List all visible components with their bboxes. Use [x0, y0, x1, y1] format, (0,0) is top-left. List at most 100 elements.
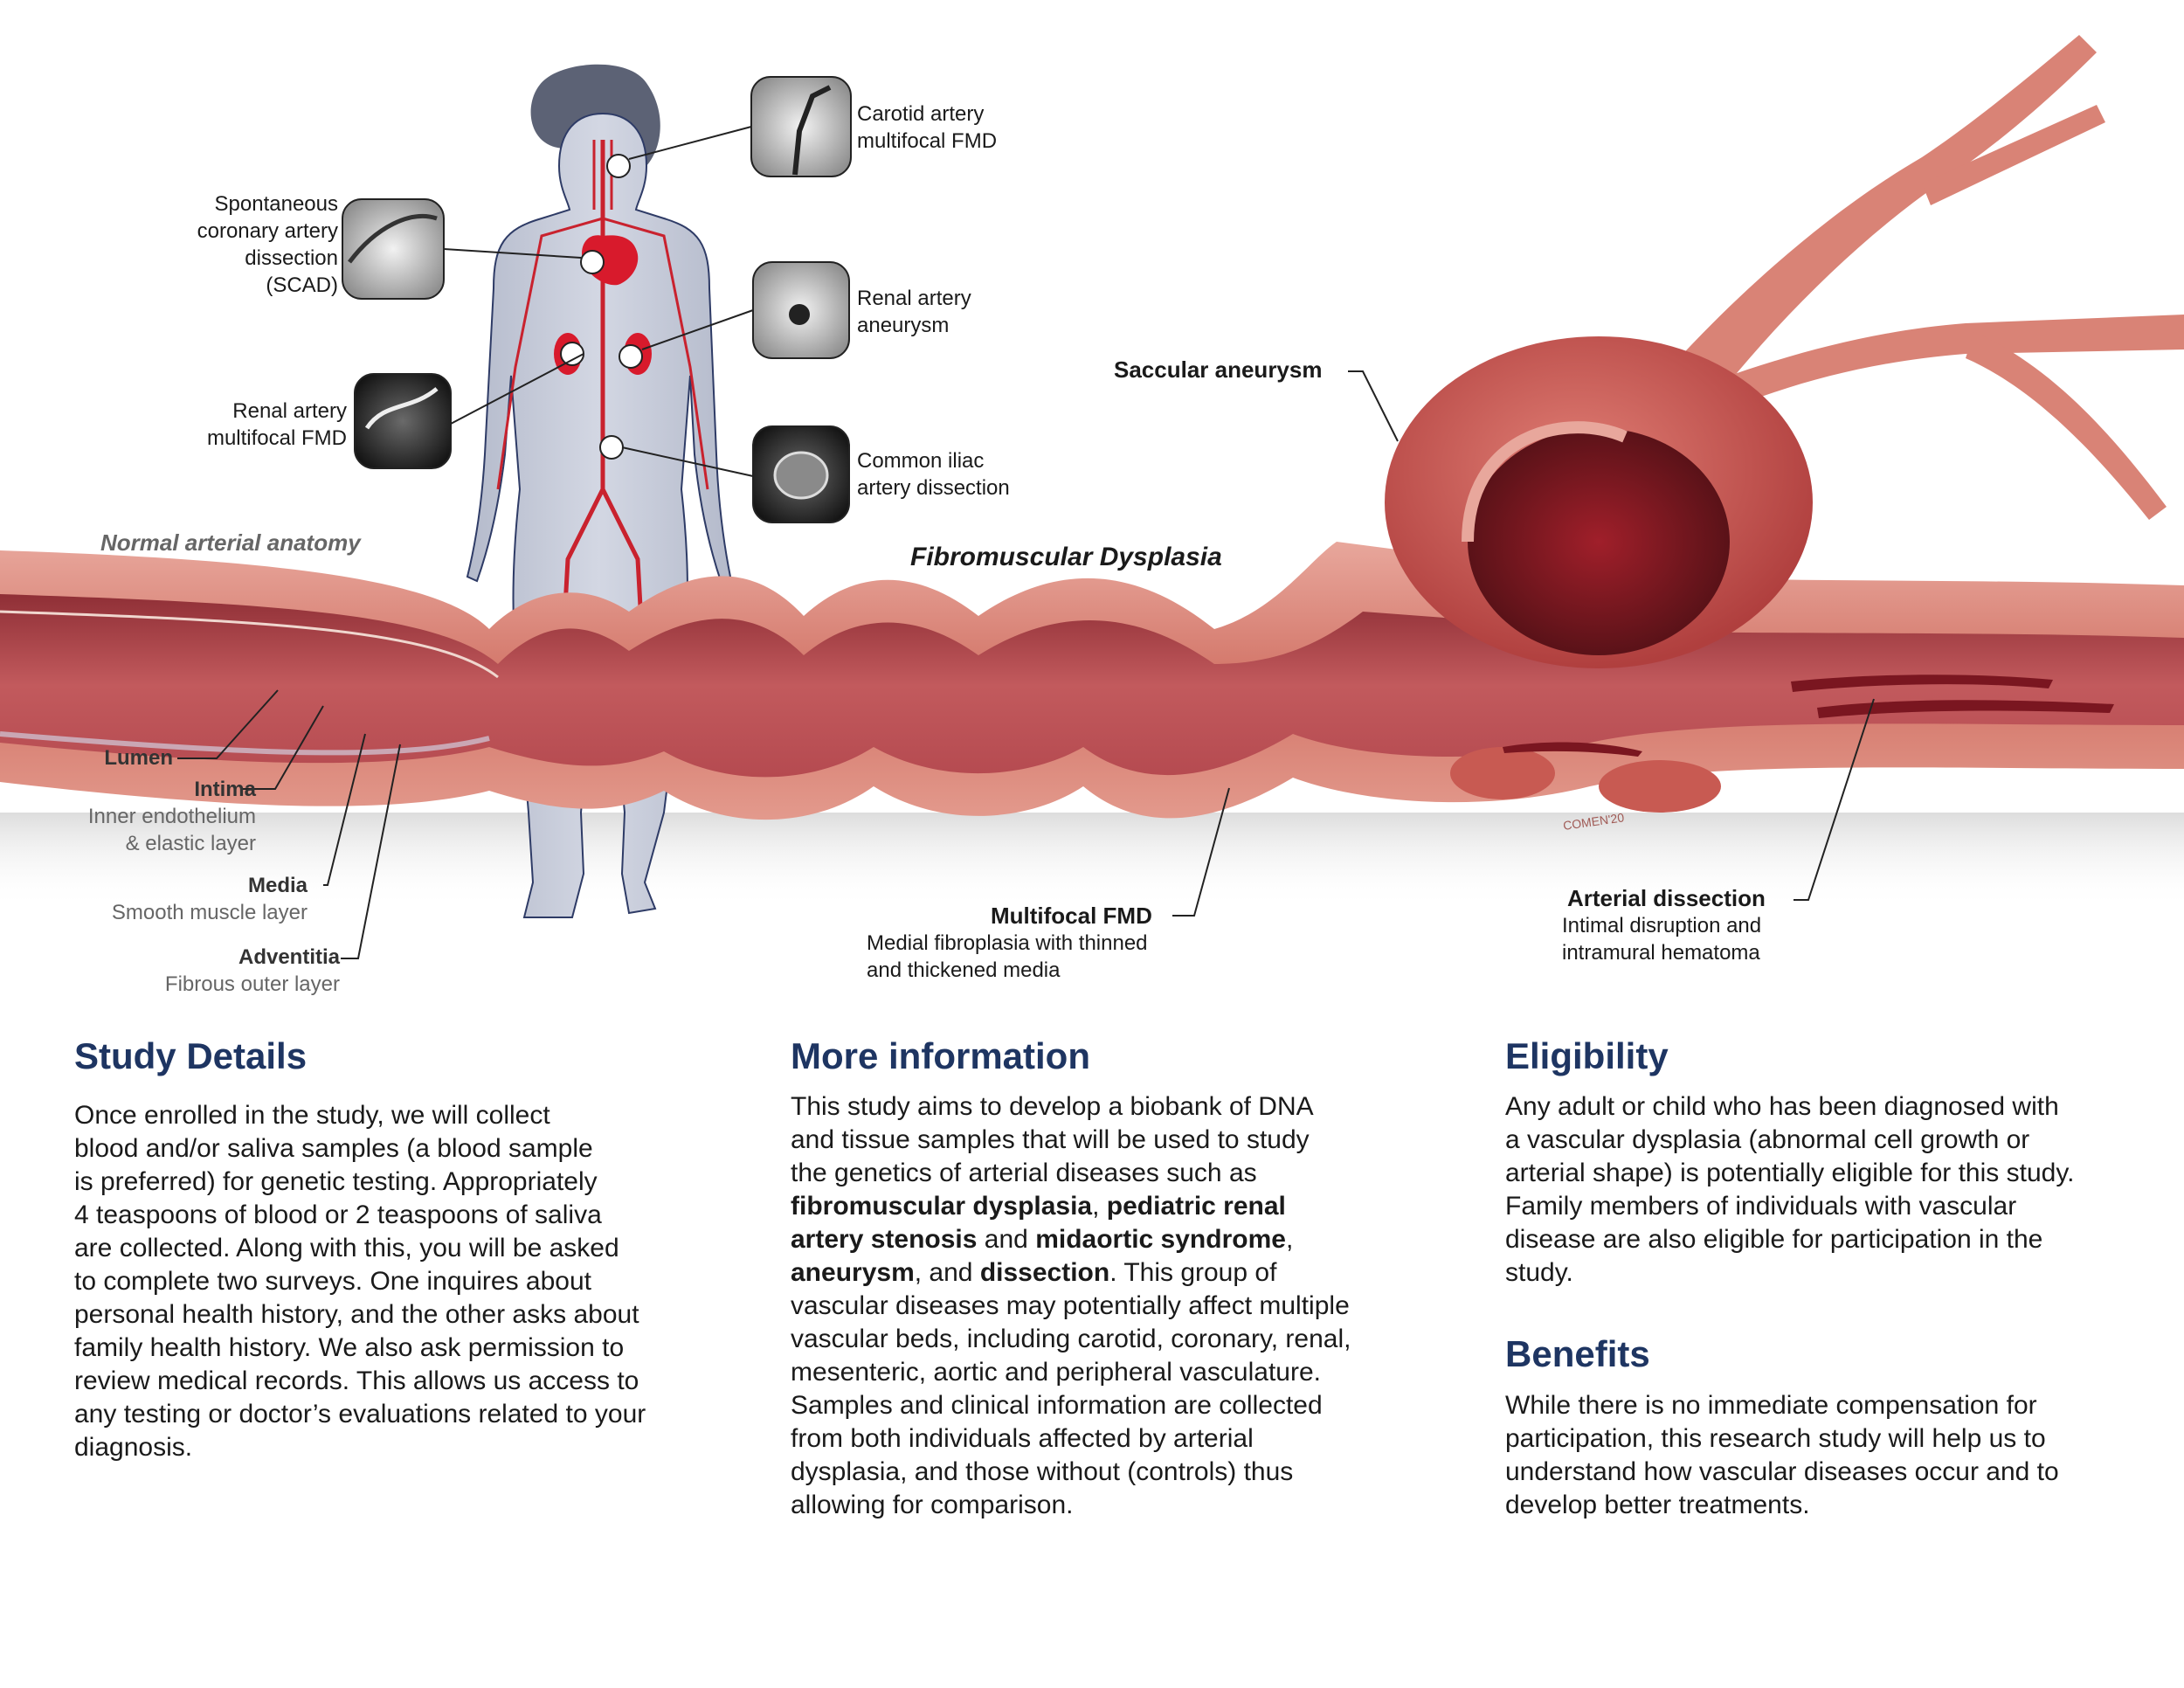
more-line: vascular diseases may potentially affect… — [791, 1291, 1350, 1320]
more-line: the genetics of arterial diseases such a… — [791, 1159, 1257, 1187]
label-media-sub: Smooth muscle layer — [111, 901, 308, 924]
study-line: any testing or doctor’s evaluations rela… — [74, 1400, 646, 1429]
label-carotid-line1: Carotid artery — [857, 102, 985, 126]
label-scad-line1: Spontaneous — [214, 192, 338, 216]
marker-renal-left — [560, 342, 584, 366]
more-line: vascular beds, including carotid, corona… — [791, 1325, 1351, 1353]
term-midaortic: midaortic syndrome — [1035, 1225, 1286, 1254]
label-renal-aneurysm: Renal artery aneurysm — [857, 285, 971, 339]
media-line — [0, 731, 490, 756]
label-renal-fmd-line2: multifocal FMD — [206, 426, 347, 450]
more-line: Samples and clinical information are col… — [791, 1391, 1323, 1420]
more-text: . This group of — [1109, 1258, 1277, 1287]
inset-renal-fmd — [354, 373, 452, 469]
label-dissection-text: Arterial dissection — [1567, 885, 1766, 911]
eligibility-line: arterial shape) is potentially eligible … — [1505, 1159, 2075, 1187]
more-line: This study aims to develop a biobank of … — [791, 1092, 1314, 1121]
eligibility-text: Any adult or child who has been diagnose… — [1505, 1090, 2169, 1290]
label-multifocal-sub1: Medial fibroplasia with thinned — [867, 931, 1148, 955]
benefits-text: While there is no immediate compensation… — [1505, 1389, 2169, 1522]
term-aneurysm: aneurysm — [791, 1258, 915, 1287]
label-iliac-line1: Common iliac — [857, 449, 985, 473]
arm-arteries — [496, 140, 709, 490]
term-stenosis: artery stenosis — [791, 1225, 978, 1254]
label-carotid: Carotid artery multifocal FMD — [857, 100, 997, 155]
more-line: dysplasia, and those without (controls) … — [791, 1457, 1294, 1486]
benefits-line: While there is no immediate compensation… — [1505, 1391, 2037, 1420]
label-scad: Spontaneous coronary artery dissection (… — [149, 190, 338, 299]
label-adventitia-sub: Fibrous outer layer — [164, 972, 340, 996]
more-line: aneurysm, and dissection. This group of — [791, 1256, 1472, 1290]
more-line: fibromuscular dysplasia, pediatric renal — [791, 1190, 1472, 1223]
leader-lines — [443, 126, 754, 477]
label-intima-text: Intima — [194, 778, 256, 801]
branch-vessels — [1625, 35, 2184, 520]
marker-renal-right — [619, 344, 643, 369]
label-scad-line4: (SCAD) — [266, 273, 338, 297]
eligibility-line: study. — [1505, 1258, 1573, 1287]
label-scad-line2: coronary artery — [197, 219, 338, 243]
label-intima: Intima Inner endothelium & elastic layer — [52, 776, 256, 857]
inset-images — [342, 76, 852, 523]
label-multifocal: Multifocal FMD Medial fibroplasia with t… — [867, 903, 1152, 984]
label-renal-aneurysm-line2: aneurysm — [857, 314, 950, 337]
term-fmd: fibromuscular dysplasia — [791, 1192, 1093, 1221]
label-iliac-line2: artery dissection — [857, 476, 1010, 500]
benefits-heading: Benefits — [1505, 1333, 1650, 1374]
benefits-line: understand how vascular diseases occur a… — [1505, 1457, 2059, 1486]
marker-iliac — [599, 435, 624, 460]
study-line: is preferred) for genetic testing. Appro… — [74, 1167, 598, 1196]
label-dissection-sub1: Intimal disruption and — [1562, 914, 1762, 937]
label-dissection: Arterial dissection Intimal disruption a… — [1562, 885, 1766, 966]
label-saccular: Saccular aneurysm — [1114, 356, 1323, 383]
more-text: and — [977, 1225, 1036, 1254]
study-line: to complete two surveys. One inquires ab… — [74, 1267, 591, 1296]
marker-coronary — [580, 250, 605, 274]
more-line: artery stenosis and midaortic syndrome, — [791, 1223, 1472, 1256]
more-line: from both individuals affected by arteri… — [791, 1424, 1254, 1453]
eligibility-line: disease are also eligible for participat… — [1505, 1225, 2043, 1254]
study-line: Once enrolled in the study, we will coll… — [74, 1101, 550, 1130]
label-fmd-title: Fibromuscular Dysplasia — [910, 543, 1222, 571]
eligibility-line: a vascular dysplasia (abnormal cell grow… — [1505, 1125, 2030, 1154]
study-line: personal health history, and the other a… — [74, 1300, 639, 1329]
benefits-line: develop better treatments. — [1505, 1491, 1810, 1519]
eligibility-line: Family members of individuals with vascu… — [1505, 1192, 2017, 1221]
label-adventitia: Adventitia Fibrous outer layer — [52, 944, 340, 998]
label-lumen: Lumen — [52, 744, 173, 771]
more-line: mesenteric, aortic and peripheral vascul… — [791, 1358, 1321, 1387]
intima-line — [0, 610, 499, 679]
saccular-aneurysm — [1385, 336, 1813, 813]
benefits-line: participation, this research study will … — [1505, 1424, 2046, 1453]
marker-carotid — [606, 154, 631, 178]
label-intima-sub1: Inner endothelium — [87, 805, 256, 828]
study-line: diagnosis. — [74, 1433, 193, 1462]
label-scad-line3: dissection — [245, 246, 338, 270]
study-details-heading: Study Details — [74, 1035, 308, 1076]
more-information-heading: More information — [791, 1035, 1090, 1076]
more-line: and tissue samples that will be used to … — [791, 1125, 1310, 1154]
label-media-text: Media — [247, 874, 308, 897]
study-line: 4 teaspoons of blood or 2 teaspoons of s… — [74, 1200, 602, 1229]
label-renal-fmd-line1: Renal artery — [232, 399, 347, 423]
more-text: , — [1285, 1225, 1294, 1254]
label-multifocal-sub2: and thickened media — [867, 958, 1061, 982]
study-details-text: Once enrolled in the study, we will coll… — [74, 1099, 738, 1464]
term-pediatric: pediatric renal — [1106, 1192, 1286, 1221]
label-iliac: Common iliac artery dissection — [857, 447, 1010, 502]
study-line: are collected. Along with this, you will… — [74, 1234, 619, 1263]
more-line: allowing for comparison. — [791, 1491, 1074, 1519]
study-line: blood and/or saliva samples (a blood sam… — [74, 1134, 593, 1163]
arterial-illustration: COMEN'20 — [0, 35, 2184, 959]
annotation-lines — [177, 370, 1875, 959]
intramural-hematoma — [1503, 675, 2114, 757]
floor-shadow — [0, 813, 2184, 909]
more-text: , — [1092, 1192, 1107, 1221]
label-renal-fmd: Renal artery multifocal FMD — [166, 398, 347, 452]
term-dissection: dissection — [979, 1258, 1110, 1287]
eligibility-heading: Eligibility — [1505, 1035, 1669, 1076]
label-media: Media Smooth muscle layer — [52, 872, 308, 926]
label-intima-sub2: & elastic layer — [125, 832, 256, 855]
label-carotid-line2: multifocal FMD — [857, 129, 998, 153]
more-text: , and — [914, 1258, 980, 1287]
